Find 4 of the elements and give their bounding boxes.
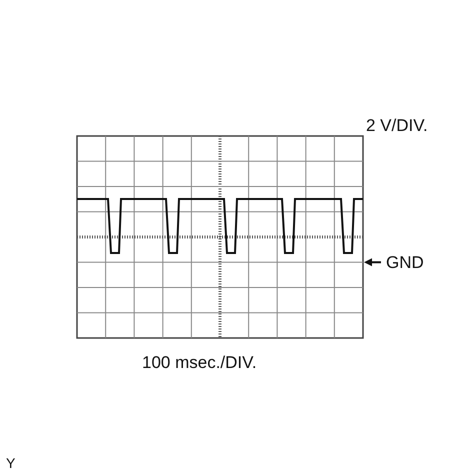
ground-label: GND (386, 254, 424, 272)
corner-letter: Y (6, 456, 16, 470)
scale-label: 2 V/DIV. (366, 117, 428, 134)
time-scale-label: 100 msec./DIV. (142, 354, 257, 371)
